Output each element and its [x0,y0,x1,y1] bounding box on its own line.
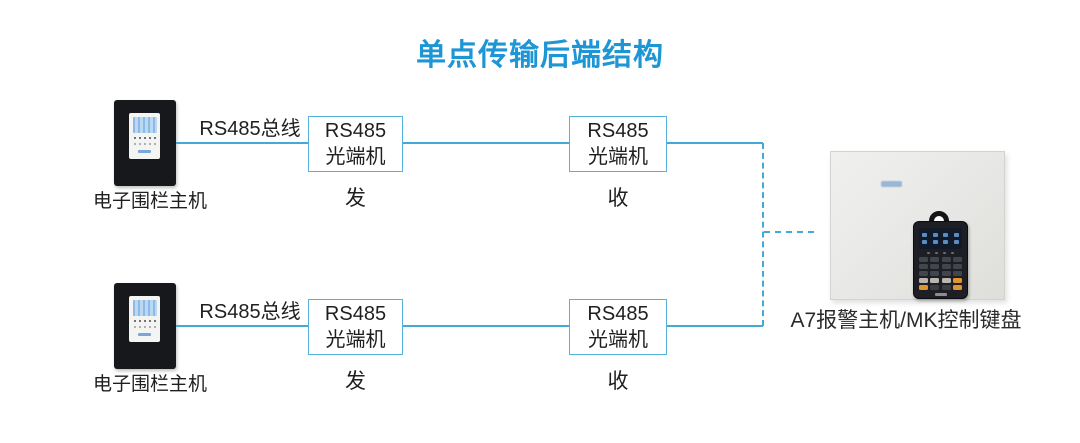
rs485-bus-label: RS485总线 [199,118,301,140]
dashed-vertical-connector [762,143,764,326]
converter-name-line1: RS485 [587,120,649,142]
fence-controller-label: 电子围栏主机 [92,374,207,395]
dashed-horizontal-connector [764,231,814,233]
device-front-panel [129,296,160,342]
device-front-panel [129,113,160,159]
device-button-row [129,326,160,328]
keypad-menu-dots [914,252,967,254]
rs485-bus-label: RS485总线 [199,301,301,323]
fence-controller-device [114,100,176,186]
rx-mode-label: 收 [607,187,629,210]
converter-name-line1: RS485 [587,303,649,325]
mk-control-keypad [913,221,968,299]
device-led-row [129,137,160,139]
fence-controller-device [114,283,176,369]
page-title: 单点传输后端结构 [416,39,664,72]
device-lcd-screen [132,117,157,133]
converter-name-line2: 光端机 [325,329,386,351]
keypad-screen [919,228,962,249]
device-brand-mark [138,150,151,153]
output-line [667,142,763,144]
transmission-row-top: 电子围栏主机 RS485总线 RS485 光端机 发 RS485 光端机 收 [0,97,1080,227]
output-line [667,325,763,327]
converter-name-line2: 光端机 [325,146,386,168]
fiber-link-line [403,325,569,327]
converter-name-line1: RS485 [324,303,387,325]
device-brand-mark [138,333,151,336]
a7-keypad-label: A7报警主机/MK控制键盘 [790,309,1022,332]
device-lcd-screen [132,300,157,316]
bus-line [176,142,308,144]
optical-converter-rx-box: RS485 光端机 [569,299,667,355]
fence-controller-label: 电子围栏主机 [92,191,207,212]
bus-line [176,325,308,327]
tx-mode-label: 发 [345,187,366,210]
device-led-row [129,320,160,322]
optical-converter-tx-box: RS485 光端机 [308,299,403,355]
keypad-key-grid [919,257,962,290]
transmission-row-bottom: 电子围栏主机 RS485总线 RS485 光端机 发 RS485 光端机 收 [0,280,1080,410]
fiber-link-line [403,142,569,144]
converter-name-line2: 光端机 [588,146,648,168]
optical-converter-rx-box: RS485 光端机 [569,116,667,172]
optical-converter-tx-box: RS485 光端机 [308,116,403,172]
cabinet-brand-logo-mark [881,181,902,187]
device-button-row [129,143,160,145]
converter-name-line2: 光端机 [588,329,648,351]
converter-name-line1: RS485 [324,120,387,142]
keypad-brand-mark [934,293,947,296]
rx-mode-label: 收 [607,370,629,393]
tx-mode-label: 发 [345,370,366,393]
